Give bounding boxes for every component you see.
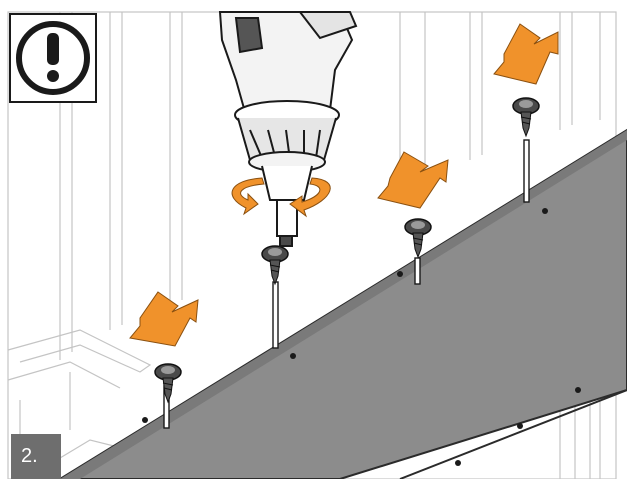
screw-guide-line [524, 140, 529, 202]
screw-icon [513, 98, 539, 136]
exclamation-warning-icon [10, 14, 96, 102]
down-arrow-icon [494, 24, 558, 84]
screw-guide-line [273, 282, 278, 348]
down-arrow-icon [378, 152, 448, 208]
power-drill-icon [220, 12, 356, 246]
screw-guide-line [415, 258, 420, 284]
step-number-badge: 2. [11, 434, 61, 479]
screw-icon [405, 219, 431, 257]
mounting-panel [60, 130, 627, 479]
screw-icon [155, 364, 181, 402]
down-arrow-icon [130, 292, 198, 346]
screw-icon [262, 246, 288, 284]
